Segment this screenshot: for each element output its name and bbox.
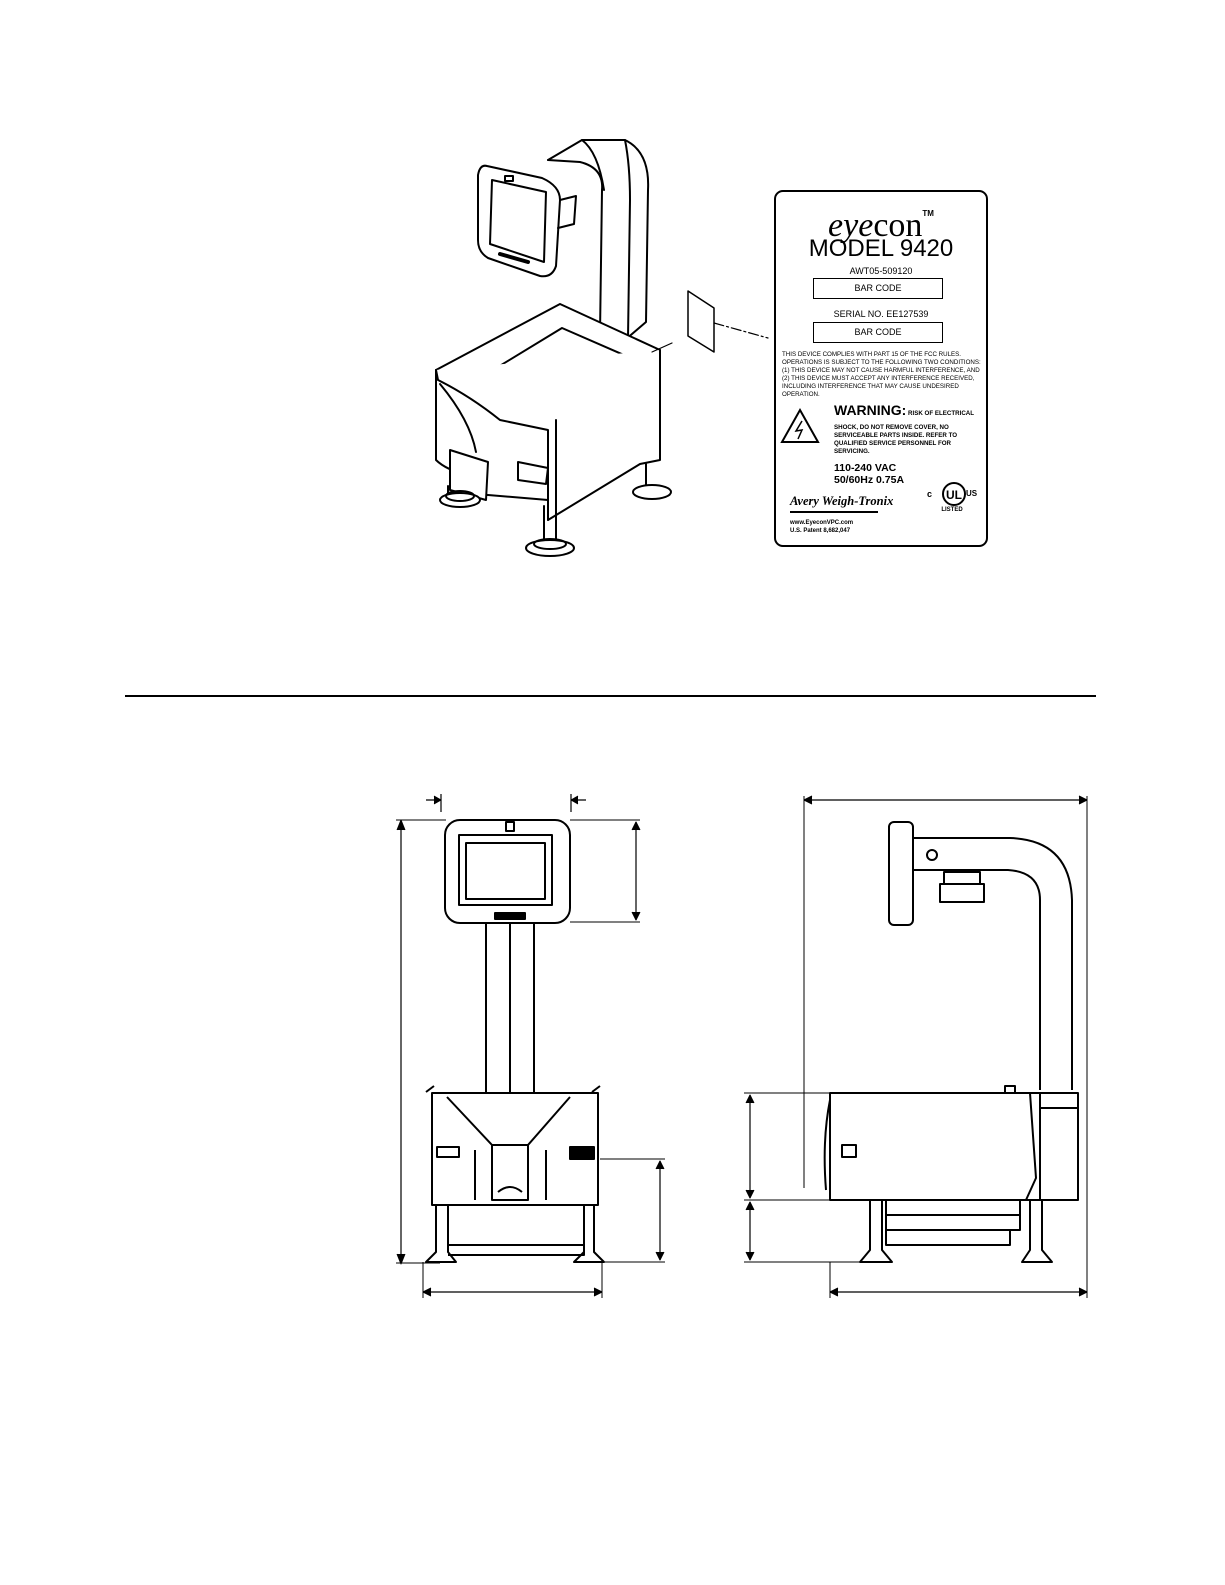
warning-text: SHOCK, DO NOT REMOVE COVER, NO SERVICEAB… xyxy=(834,424,958,455)
ul-listed-text: LISTED xyxy=(941,507,963,513)
ul-listed-mark-icon: UL xyxy=(924,477,984,515)
high-voltage-warning-icon xyxy=(780,408,820,444)
serial-number: SERIAL NO. EE127539 xyxy=(833,309,929,319)
part-number: AWT05-509120 xyxy=(849,266,913,276)
manufacturer-logo: Avery Weigh-Tronix xyxy=(790,494,894,508)
barcode-box-part: BAR CODE xyxy=(813,278,943,299)
svg-text:UL: UL xyxy=(946,488,962,502)
barcode-box-serial: BAR CODE xyxy=(813,322,943,343)
model-number: MODEL 9420 xyxy=(808,235,954,262)
ul-us-mark: US xyxy=(966,489,978,498)
fcc-compliance-text: THIS DEVICE COMPLIES WITH PART 15 OF THE… xyxy=(782,351,981,398)
electrical-rating: 110-240 VAC 50/60Hz 0.75A xyxy=(834,462,905,486)
warning-heading: WARNING: RISK OF ELECTRICAL xyxy=(834,402,975,418)
section-divider-line xyxy=(125,695,1096,697)
front-view-dimension-drawing xyxy=(0,780,1225,1340)
side-view-dimension-drawing xyxy=(0,780,1225,1340)
scale-isometric-drawing xyxy=(0,0,1225,700)
brand-logo: eyeconTM xyxy=(828,207,934,244)
ul-c-mark: c xyxy=(927,489,933,499)
product-label-plate: eyeconTM MODEL 9420 AWT05-509120 BAR COD… xyxy=(774,190,988,547)
manufacturer-underline xyxy=(790,511,878,513)
website-and-patent: www.EyeconVPC.com U.S. Patent 8,682,047 xyxy=(790,520,854,534)
